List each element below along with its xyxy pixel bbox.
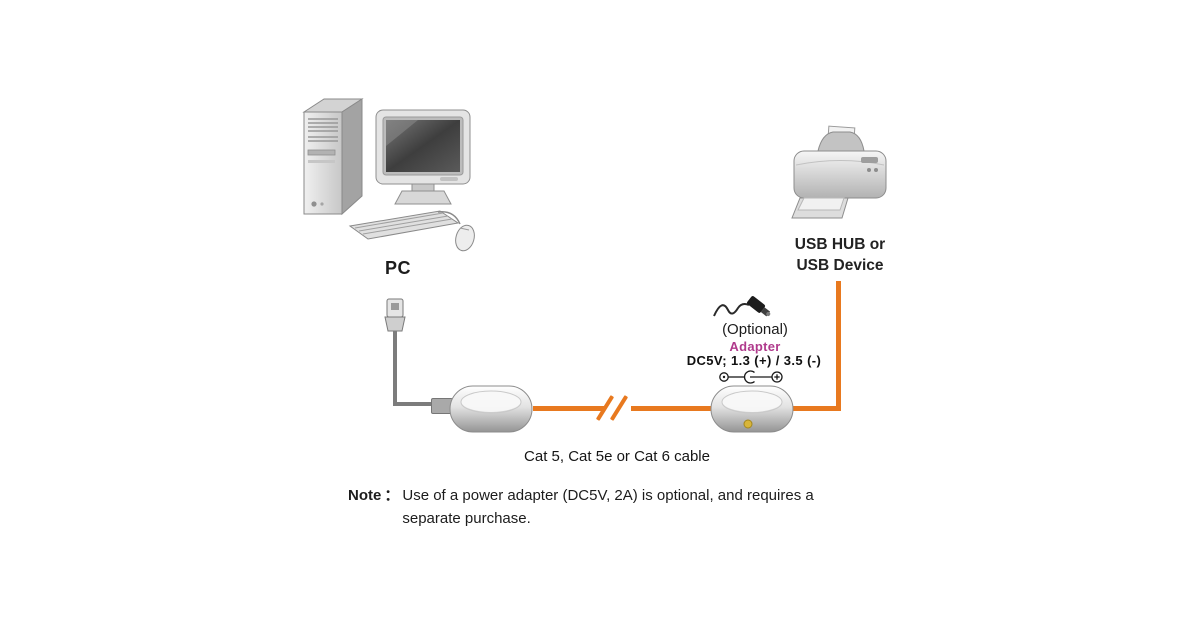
usb-device-label: USB HUB or USB Device	[770, 234, 910, 276]
usb-device-label-line2: USB Device	[796, 257, 884, 274]
cat5-cable-left-segment	[533, 406, 605, 411]
note-line-1: Use of a power adapter (DC5V, 2A) is opt…	[402, 487, 814, 504]
device-cable-vertical	[836, 281, 841, 411]
usb-cable-horizontal	[393, 402, 433, 406]
usb-cable-vertical	[393, 331, 397, 406]
cable-break-icon	[595, 392, 638, 424]
dc-spec-label: DC5V; 1.3 (+) / 3.5 (-)	[686, 353, 822, 368]
note-label: Note	[348, 487, 382, 504]
usb-extender-remote-unit	[710, 385, 794, 433]
usb-extender-local-unit	[449, 385, 533, 433]
note-body: Use of a power adapter (DC5V, 2A) is opt…	[402, 484, 813, 530]
printer-illustration	[791, 125, 887, 219]
note: Note ： Use of a power adapter (DC5V, 2A)…	[348, 484, 868, 530]
pc-label: PC	[384, 258, 411, 278]
note-line-2: separate purchase.	[402, 510, 531, 527]
optional-label: (Optional)	[722, 321, 788, 338]
pc-illustration	[302, 98, 475, 252]
printer-output-tray	[791, 197, 849, 219]
pc-keyboard	[348, 210, 460, 240]
pc-mouse	[437, 211, 475, 252]
printer-body	[793, 150, 887, 199]
printer-paper	[817, 125, 865, 154]
dc-power-plug-icon	[713, 296, 771, 317]
pc-tower	[302, 98, 364, 216]
usb-plug-icon	[384, 298, 406, 332]
cat5-cable-right-segment	[631, 406, 711, 411]
note-separator: ：	[384, 487, 400, 504]
dc-polarity-symbol-icon	[719, 370, 783, 384]
cat5-cable-label: Cat 5, Cat 5e or Cat 6 cable	[524, 448, 710, 465]
usb-device-label-line1: USB HUB or	[794, 236, 886, 253]
adapter-label: Adapter	[729, 339, 781, 354]
pc-monitor	[375, 109, 471, 205]
dc-jack-indicator	[743, 419, 753, 429]
device-cable-elbow	[788, 406, 841, 411]
